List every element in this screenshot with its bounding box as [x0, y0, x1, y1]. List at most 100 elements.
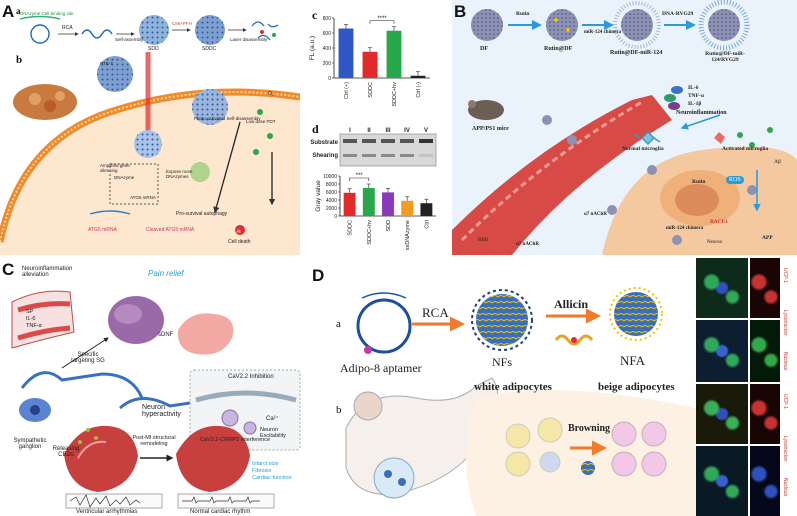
bbb-label: BBB: [478, 238, 489, 243]
chart-c-ylabel: FL (a.u.): [309, 36, 316, 60]
step-df-label: DF: [480, 46, 488, 52]
cytokine-tnf-c-label: TNF-α: [26, 323, 42, 329]
panel-a-sub-b: b: [16, 54, 23, 66]
chart-d-xtick-label-1: SDDC+hv: [367, 220, 373, 245]
neuroinflammation-alleviation-label: Neuroinflammation alleviation: [22, 266, 73, 279]
chart-d-ytick-label-2: 4000: [326, 198, 337, 204]
chart-c-bar-3: [410, 75, 426, 78]
gel-lane-label-4: V: [424, 128, 428, 134]
rutin-cell-label: Rutin: [692, 179, 706, 185]
microscopy-tile-0: [696, 258, 748, 318]
chart-d-xtick-label-0: SDDC: [348, 220, 354, 236]
neuron-label: Neuron: [707, 240, 722, 245]
scheme-coating-label: Ce6+PFH: [172, 21, 192, 26]
releasing-cbds-text: Releasing CBDs: [52, 446, 80, 459]
atg5-inner-label: ATG5 mRNA: [130, 195, 156, 200]
step-mir124-label: Rutin@DF-miR-124: [610, 50, 663, 56]
white-adipocytes-label: white adipocytes: [474, 381, 552, 393]
chart-c-sig-label: ****: [377, 16, 387, 22]
panel-a-sub-d: d: [312, 122, 319, 136]
neuron-hyperactivity-label: Neuron hyperactivity: [142, 404, 181, 419]
scheme-sddc-label: SDDC: [202, 46, 217, 52]
panel-label-a: A: [2, 2, 15, 21]
gel-band-bottom-4: [419, 154, 433, 157]
abeta-label: Aβ: [774, 159, 781, 165]
neuroinflammation-label: Neuroinflammation: [676, 110, 727, 116]
mice-label: APP/PS1 mice: [472, 126, 509, 132]
chart-d-ytick-label-5: 10000: [323, 174, 337, 180]
panel-c-illustration: [11, 290, 301, 509]
gel-lane-label-2: III: [385, 128, 390, 134]
microscopy-side-label-3: UCP-1: [782, 394, 788, 410]
amplified-silencing-label: Amplified gene silencing: [100, 163, 130, 173]
gel-lane-label-3: IV: [404, 128, 410, 134]
chart-d-xtick-label-3: ssDNAzyme: [405, 220, 411, 250]
chart-c-bar-2: [386, 30, 402, 78]
specific-targeting-label: Specific targeting SG: [71, 352, 105, 365]
mir-cell-label: miR-124 chimera: [666, 226, 704, 231]
chart-d-sig-bracket: [349, 177, 370, 181]
cytokine-il6-c-label: IL-6: [26, 316, 36, 322]
chart-d-bar-2: [382, 192, 394, 216]
low-dose-pdt-label: Low dose PDT: [246, 119, 276, 124]
gel-lane-label-1: II: [367, 128, 371, 134]
cav-inhibition-label: CaV2.2 Inhibition: [228, 374, 274, 380]
photo-activated-label: Photo-activated Self-disassembly: [194, 116, 261, 121]
step-rutin-df-label: Rutin@DF: [544, 46, 573, 52]
chart-c-xtick-label-1: SDDC: [368, 82, 374, 98]
sdnf-label: sDNF: [158, 332, 174, 338]
dnazyme-label: DNAzyme: [114, 175, 135, 180]
panel-a-cell-illustration: ☠: [0, 52, 300, 255]
reagent-rutin-label: Rutin: [516, 11, 530, 17]
panel-a: A a b DNAzyme Cell-binding site RCA Self…: [0, 0, 300, 255]
panel-b-illustration: [452, 0, 797, 255]
chart-c-xtick-label-0: Ctrl (+): [344, 82, 350, 99]
cytokine-il1b-label: IL-1β: [688, 101, 702, 107]
chart-d-ytick-label-1: 2000: [326, 206, 337, 212]
microscopy-tile-2: [696, 320, 748, 382]
cytokine-tnf-label: TNF-α: [688, 93, 704, 99]
chart-d-bar-0: [343, 192, 356, 216]
step-rvg29-label: Rutin@DF-miR-124/RVG29: [705, 51, 745, 63]
chart-d-ytick-label-0: 0: [334, 214, 337, 220]
chart-c-ytick-label-0: 0: [328, 76, 331, 82]
browning-label: Browning: [568, 423, 611, 434]
microscopy-side-label-4: Lysotracker: [782, 436, 788, 462]
nachr-label-2: α7 nAChR: [584, 212, 607, 217]
cleaved-mrna-label: Cleaved ATG5 mRNA: [146, 227, 195, 233]
gel-band-top-2: [381, 139, 395, 143]
pain-relief-label: Pain relief: [148, 269, 184, 278]
chart-d-ytick-label-3: 6000: [326, 190, 337, 196]
outcome-fibrosis-label: Fibrosis: [252, 468, 272, 474]
chart-c-sig-bracket: [369, 20, 395, 24]
ros-label: ROS: [726, 176, 744, 185]
gel-band-top-0: [343, 139, 357, 143]
outcome-infarct-label: Infarct size: [252, 461, 279, 467]
normal-microglia-label: Normal microglia: [622, 146, 664, 152]
panel-label-d: D: [312, 266, 325, 285]
chart-c-ytick-label-4: 800: [323, 16, 332, 22]
chart-c-bar-1: [362, 51, 378, 78]
gel-lane-label-0: I: [349, 128, 351, 134]
microscopy-tile-6: [696, 446, 748, 516]
panel-d-sub-a: a: [336, 318, 341, 330]
panel-label-c: C: [2, 260, 15, 279]
chart-c-xtick-label-3: Ctrl (-): [416, 82, 422, 98]
panel-e: E UCP-1LysotrackerNucleusUCP-1Lysotracke…: [696, 258, 797, 516]
nachr-label-1: α7 nAChR: [516, 242, 539, 247]
beige-adipocytes-label: beige adipocytes: [598, 381, 675, 393]
reagent-rvg29-label: DNA-RVG29: [662, 11, 694, 17]
cell-death-label: Cell death: [228, 239, 251, 245]
microscopy-side-label-2: Nucleus: [782, 352, 788, 371]
allicin-label: Allicin: [554, 297, 589, 311]
scheme-chain-label: DNAzyme Cell-binding site: [20, 11, 74, 16]
bace1-label: BACE1: [710, 219, 729, 225]
cav-interference-label: CaV2.2-CRMP2 interference: [200, 437, 271, 443]
microscopy-tile-3: [750, 320, 780, 382]
gel-band-top-1: [362, 139, 376, 143]
aptamer-label: Adipo-8 aptamer: [340, 361, 422, 375]
